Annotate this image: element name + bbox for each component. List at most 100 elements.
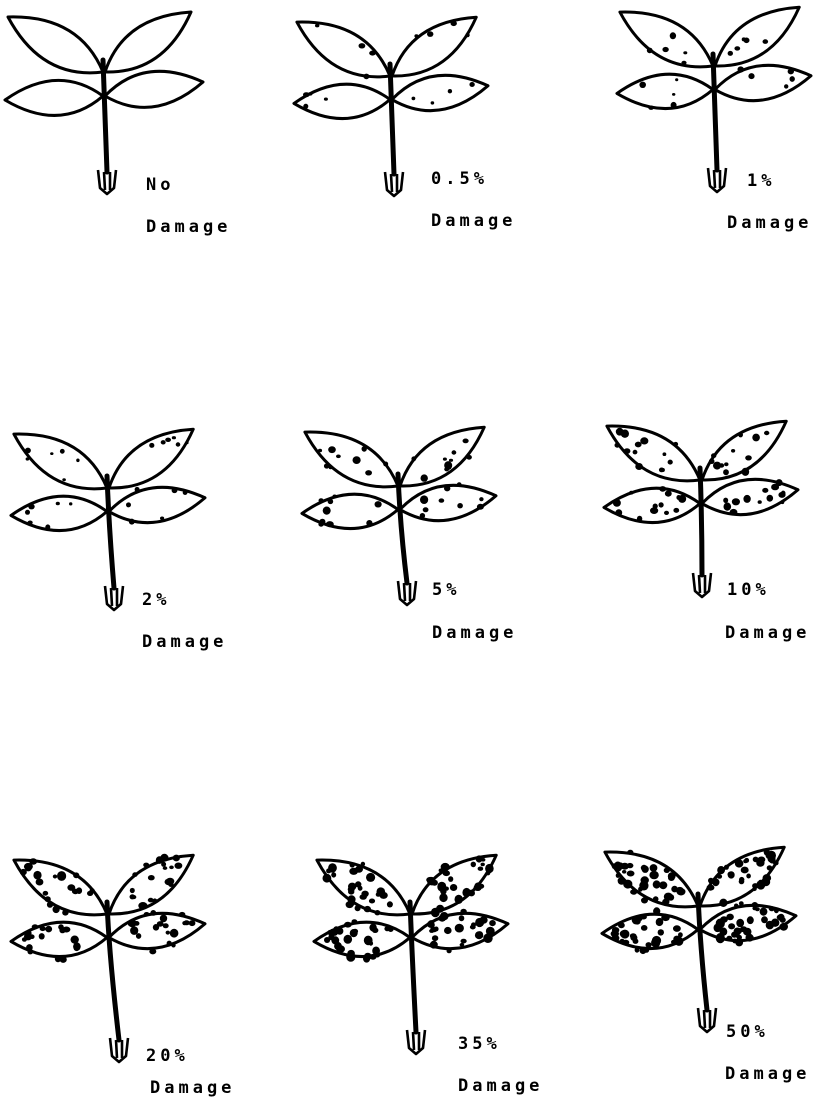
damage-spot (658, 929, 664, 935)
damage-spot (45, 524, 50, 529)
plant-8 (314, 855, 508, 1054)
damage-spot (638, 887, 643, 892)
damage-spot (344, 922, 352, 928)
damage-spot (439, 498, 445, 502)
damage-spot (28, 949, 34, 954)
damage-spot (319, 498, 324, 502)
damage-spot (439, 893, 447, 902)
damage-spot (369, 51, 376, 56)
damage-spot (319, 519, 325, 525)
damage-spot (360, 894, 367, 900)
damage-spot (160, 517, 164, 521)
damage-spot (742, 37, 746, 41)
damage-spot (653, 907, 660, 915)
damage-spot (160, 915, 167, 923)
damage-spot (182, 921, 187, 925)
damage-spot (630, 889, 637, 894)
damage-spot (136, 933, 141, 939)
damage-spot (755, 907, 760, 911)
damage-spot (776, 479, 783, 486)
damage-spot (432, 935, 438, 941)
damage-spot (455, 895, 463, 904)
damage-spot (427, 921, 434, 928)
damage-spot (336, 455, 341, 459)
damage-spot (760, 908, 768, 916)
damage-spot (476, 855, 483, 862)
plant-4-stem (107, 476, 114, 588)
damage-spot (452, 450, 457, 454)
damage-spot (72, 889, 79, 895)
damage-spot (659, 502, 664, 507)
damage-spot (666, 894, 673, 899)
damage-spot (365, 470, 372, 475)
damage-spot (738, 66, 744, 72)
damage-spot (28, 504, 34, 510)
damage-spot (73, 942, 81, 950)
damage-spot (39, 933, 45, 939)
damage-spot (732, 939, 737, 944)
damage-spot (641, 897, 648, 903)
damage-spot (175, 863, 183, 869)
damage-spot (344, 935, 353, 944)
damage-spot (648, 106, 654, 110)
plant-2-leaf-3 (294, 84, 390, 118)
damage-spot (90, 888, 95, 893)
damage-spot (448, 876, 453, 882)
damage-spot (318, 449, 322, 453)
damage-spot (480, 916, 488, 924)
damage-spot (355, 881, 361, 887)
plant-6 (604, 421, 798, 597)
damage-spot (738, 432, 743, 437)
damage-spot (767, 495, 774, 502)
damage-spot (708, 878, 714, 884)
damage-spot (675, 78, 678, 81)
plant-6-percent-label: 10% (727, 582, 770, 599)
damage-spot (673, 925, 681, 932)
damage-spot (324, 463, 330, 468)
damage-spot (315, 24, 319, 28)
damage-spot (615, 443, 621, 448)
plant-2-leaf-1 (297, 22, 390, 77)
damage-spot (664, 868, 670, 873)
plant-5-damage-label: Damage (432, 625, 517, 642)
damage-spot (165, 879, 173, 886)
damage-spot (451, 21, 457, 26)
plant-3-stem (713, 54, 717, 170)
plant-7-stem (107, 902, 119, 1040)
damage-spot (420, 513, 425, 518)
damage-spot (57, 871, 66, 881)
damage-spot (355, 866, 363, 873)
damage-spot (423, 507, 429, 512)
damage-spot (53, 906, 60, 913)
damage-spot (132, 872, 137, 877)
damage-spot (477, 931, 483, 936)
damage-spot (469, 82, 474, 87)
damage-spot (716, 919, 725, 929)
damage-spot (431, 101, 435, 104)
damage-spot (369, 899, 375, 904)
damage-spot (323, 874, 332, 883)
damage-spot (412, 97, 416, 101)
damage-spot (460, 909, 466, 914)
plant-3-damage-label: Damage (727, 215, 812, 232)
damage-spot (40, 926, 46, 931)
plant-3-leaf-1 (620, 12, 713, 67)
damage-spot (466, 455, 472, 460)
damage-spot (731, 449, 735, 453)
damage-spot (333, 495, 337, 499)
plant-1-leaf-3 (5, 80, 103, 115)
damage-spot (346, 901, 354, 908)
damage-spot (443, 458, 447, 461)
damage-spot (622, 940, 629, 945)
damage-spot (764, 431, 769, 435)
damage-spot (633, 939, 639, 944)
damage-spot (355, 905, 361, 911)
damage-spot (730, 509, 738, 516)
damage-spot (624, 448, 631, 454)
damage-spot (633, 450, 638, 455)
damage-spot (781, 500, 785, 504)
plant-4-leaf-2 (109, 429, 193, 488)
damage-spot (362, 446, 367, 452)
plant-8-percent-label: 35% (458, 1036, 501, 1053)
damage-spot (627, 850, 633, 855)
